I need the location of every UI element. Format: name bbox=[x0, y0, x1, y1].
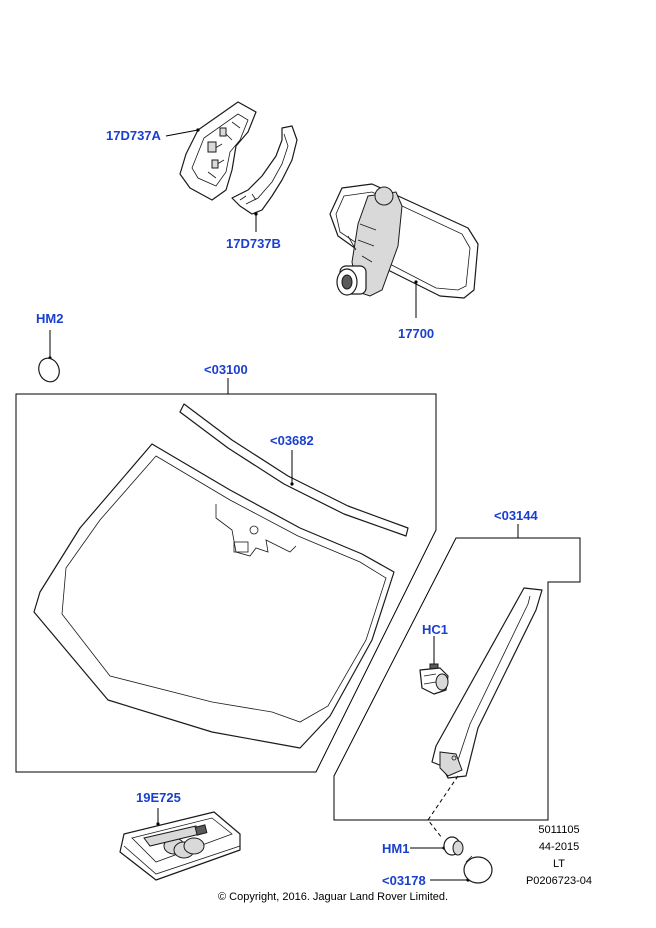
callout-hm2[interactable]: HM2 bbox=[36, 311, 64, 326]
windscreen-glass-part[interactable] bbox=[33, 443, 395, 749]
market-code: LT bbox=[552, 858, 566, 870]
hc1-clip-part[interactable] bbox=[419, 663, 449, 695]
interior-mirror-part[interactable] bbox=[329, 183, 479, 299]
callout-17d737a[interactable]: 17D737A bbox=[106, 128, 161, 143]
callout-03682[interactable]: <03682 bbox=[270, 433, 314, 448]
callout-17d737b[interactable]: 17D737B bbox=[226, 236, 281, 251]
callout-hm1[interactable]: HM1 bbox=[382, 841, 410, 856]
callout-03100[interactable]: <03100 bbox=[204, 362, 248, 377]
illustration-id: P0206723-04 bbox=[525, 875, 593, 887]
hm2-part[interactable] bbox=[35, 355, 62, 384]
date-range: 44-2015 bbox=[538, 841, 580, 853]
trim-panel-group-frame bbox=[333, 537, 581, 821]
mirror-cover-a-part[interactable] bbox=[179, 101, 257, 201]
callout-03144[interactable]: <03144 bbox=[494, 508, 538, 523]
mirror-cover-b-part[interactable] bbox=[231, 125, 298, 215]
callout-17700[interactable]: 17700 bbox=[398, 326, 435, 341]
moulding-strip-part[interactable] bbox=[179, 403, 409, 537]
copyright-notice: © Copyright, 2016. Jaguar Land Rover Lim… bbox=[218, 891, 449, 903]
hm1-fastener-part[interactable] bbox=[443, 836, 464, 856]
callout-19e725[interactable]: 19E725 bbox=[136, 790, 181, 805]
repair-kit-part[interactable] bbox=[119, 811, 241, 881]
windscreen-group-frame bbox=[15, 393, 437, 773]
ref-number: 5011105 bbox=[538, 824, 580, 836]
callout-hc1[interactable]: HC1 bbox=[422, 622, 449, 637]
callout-03178[interactable]: <03178 bbox=[382, 873, 426, 888]
a-pillar-trim-part[interactable] bbox=[431, 587, 543, 779]
03178-clip-part[interactable] bbox=[463, 855, 493, 884]
